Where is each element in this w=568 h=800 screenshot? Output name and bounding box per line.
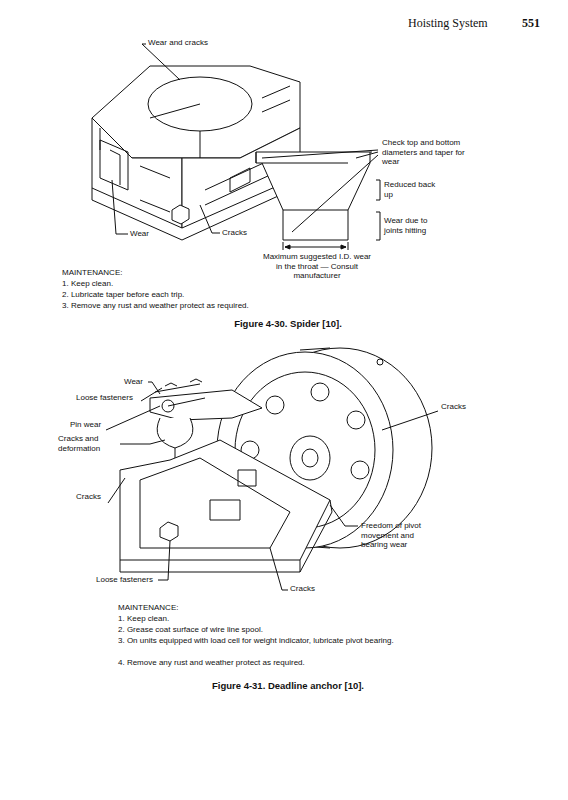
page-number: 551 xyxy=(522,16,540,30)
maintenance-step: 1. Keep clean. xyxy=(118,614,169,624)
spider-drawing xyxy=(92,44,300,240)
callout-label: Pin wear xyxy=(70,420,101,430)
maintenance-step: 2. Grease coat surface of wire line spoo… xyxy=(118,625,263,635)
running-header: Hoisting System xyxy=(408,16,488,30)
callout-label: Reduced back up xyxy=(384,180,444,199)
callout-label: Cracks xyxy=(290,584,315,594)
maintenance-step: 3. On units equipped with load cell for … xyxy=(118,636,430,646)
deadline-anchor-drawing xyxy=(106,348,438,590)
maintenance-heading: MAINTENANCE: xyxy=(62,268,122,278)
maintenance-step: 3. Remove any rust and weather protect a… xyxy=(62,301,249,311)
callout-label: Wear and cracks xyxy=(148,38,208,48)
maintenance-heading: MAINTENANCE: xyxy=(118,603,178,613)
maintenance-step: 2. Lubricate taper before each trip. xyxy=(62,290,184,300)
figure-caption: Figure 4-31. Deadline anchor [10]. xyxy=(130,680,446,691)
callout-label: Cracks xyxy=(441,402,466,412)
callout-label: Check top and bottom diameters and taper… xyxy=(382,138,482,167)
callout-label: Wear xyxy=(130,229,149,239)
callout-label: Cracks xyxy=(222,228,247,238)
section-drawing xyxy=(256,150,380,250)
callout-label: Freedom of pivot movement and bearing we… xyxy=(361,521,441,550)
callout-label: Loose fasteners xyxy=(76,393,133,403)
callout-label: Cracks and deformation xyxy=(58,434,120,453)
figure-caption: Figure 4-30. Spider [10]. xyxy=(130,318,446,329)
callout-label: Cracks xyxy=(76,492,101,502)
maintenance-step: 4. Remove any rust and weather protect a… xyxy=(118,658,305,668)
callout-label: Loose fasteners xyxy=(96,575,153,585)
callout-label: Wear xyxy=(124,377,143,387)
callout-label: Wear due to joints hitting xyxy=(384,216,444,235)
maintenance-step: 1. Keep clean. xyxy=(62,279,113,289)
callout-label: Maximum suggested I.D. wear in the throa… xyxy=(262,252,372,281)
